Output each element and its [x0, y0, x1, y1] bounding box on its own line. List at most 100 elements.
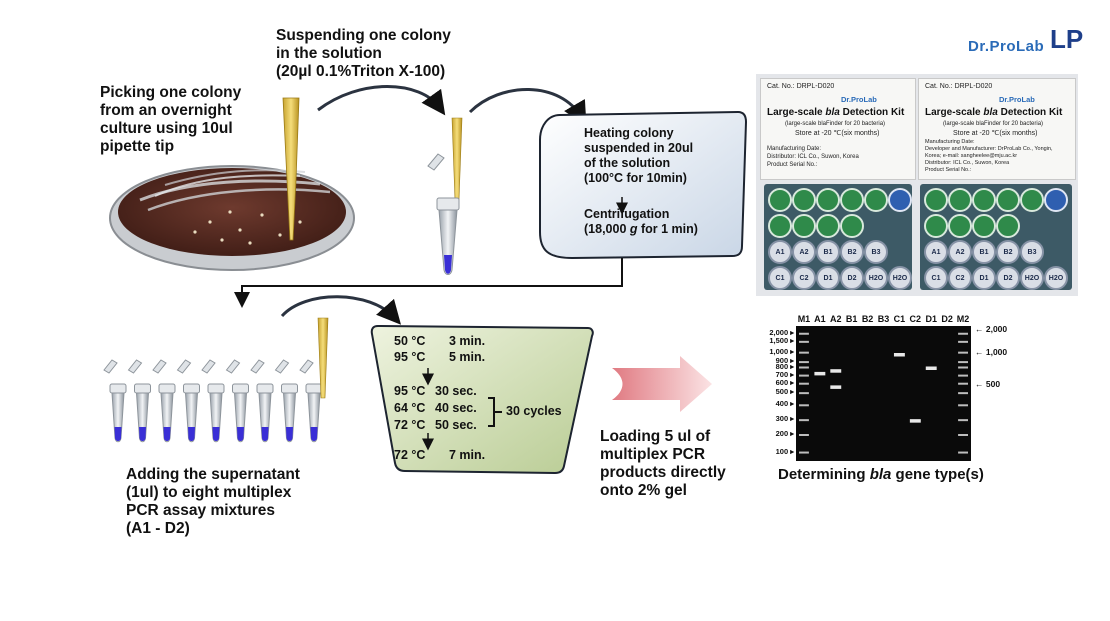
ladder-band [958, 340, 968, 343]
pcr-temp: 72 °C [394, 448, 426, 462]
pcr-tube-icon [250, 359, 274, 443]
label-loading: Loading 5 ul of multiplex PCR products d… [600, 428, 726, 499]
connector-arrow [234, 258, 623, 308]
tube-cap-label: D1 [972, 266, 996, 290]
tube-cap-icon [888, 188, 912, 212]
gel-lane-label: A2 [830, 314, 842, 324]
ladder-size-label: 600 ▸ [775, 377, 794, 387]
kit-subtitle: (large-scale blaFinder for 20 bacteria) [785, 121, 886, 127]
tube-cap-icon [768, 214, 792, 238]
tube-cap-label: A2 [792, 240, 816, 264]
kit-info-line: Product Serial No.: [925, 167, 972, 173]
tube-cap-icon [1020, 188, 1044, 212]
pcr-tube-icon [176, 359, 200, 443]
heating-line: Heating colony [584, 126, 674, 140]
ladder-band [958, 434, 968, 436]
logo-mark: LP [1050, 24, 1084, 54]
ladder-band [799, 382, 809, 385]
tube-cap-label: B3 [864, 240, 888, 264]
gel-lane-label: M1 [797, 314, 811, 324]
pcr-cycles: 30 cycles [506, 404, 562, 418]
tube-cap-label: H2O [1044, 266, 1068, 290]
pcr-step: 72 °C [394, 417, 425, 434]
sample-band [830, 369, 842, 373]
ladder-size-label: 2,000 ▸ [769, 327, 794, 337]
tube-cap-label: B2 [996, 240, 1020, 264]
pcr-tube-icon [201, 359, 225, 443]
tube-cap-label: C2 [948, 266, 972, 290]
ladder-band [799, 419, 809, 422]
pcr-step: 64 °C [394, 400, 425, 417]
ladder-size-label: 800 ▸ [775, 361, 794, 371]
ladder-size-label: 300 ▸ [775, 414, 794, 424]
gel-caption-pre: Determining [778, 466, 870, 483]
kit-title-post: Detection Kit [839, 107, 905, 118]
gel-left-ladder: 2,000 ▸1,500 ▸1,000 ▸900 ▸800 ▸700 ▸600 … [744, 326, 794, 461]
gel-lane-label: C2 [909, 314, 922, 324]
tube-cap-label: D2 [996, 266, 1020, 290]
sample-band [814, 371, 826, 376]
tube-cap-icon [840, 188, 864, 212]
tube-cap-label: H2O [1020, 266, 1044, 290]
ladder-band [799, 451, 809, 454]
tube-cap-icon [1044, 188, 1068, 212]
gel-image [796, 326, 971, 461]
gel-lane-label: B2 [861, 314, 874, 324]
pipette-tip-icon [282, 97, 300, 241]
pcr-time-value: 7 min. [449, 448, 486, 462]
pcr-temp: 95 °C [394, 384, 426, 398]
size-marker-label: ← 2,000 [975, 324, 1008, 334]
tube-cap-label: H2O [888, 266, 912, 290]
sample-band [830, 385, 842, 389]
kit-info-line: Developer and Manufacturer: DrProLab Co.… [925, 146, 1053, 152]
logo: Dr.ProLab LP [968, 24, 1083, 66]
kit-info-line: Distributor: ICL Co., Suwon, Korea [767, 154, 859, 160]
kit-title-pre: Large-scale [767, 107, 826, 118]
pcr-time: 5 min. [449, 349, 485, 366]
tube-cap-icon [996, 214, 1020, 238]
pcr-tube-icon [152, 359, 176, 443]
kit-cat-no: Cat. No.: DRPL-D020 [767, 83, 835, 90]
sample-band [893, 353, 905, 357]
gel-lane-label: B1 [845, 314, 858, 324]
heating-box [539, 110, 748, 260]
ladder-band [958, 419, 968, 422]
curved-arrow-3 [280, 295, 402, 325]
tube-cap-label: B3 [1020, 240, 1044, 264]
ladder-size-label: 400 ▸ [775, 399, 794, 409]
pcr-time: 7 min. [449, 447, 485, 464]
pcr-temp: 64 °C [394, 401, 426, 415]
tube-cap-icon [948, 188, 972, 212]
pcr-tube-icon [225, 359, 249, 443]
pcr-step: 95 °C [394, 383, 425, 400]
tube-cap-label: D1 [816, 266, 840, 290]
tube-cap-icon [864, 188, 888, 212]
ladder-band [799, 332, 809, 335]
heating-line: suspended in 20ul [584, 141, 694, 155]
ladder-band [958, 332, 968, 335]
heating-text: Heating colony suspended in 20ul of the … [584, 126, 734, 186]
tube-cap-icon [972, 188, 996, 212]
tube-cap-label: A1 [924, 240, 948, 264]
ladder-band [958, 374, 968, 377]
label-suspending: Suspending one colony in the solution (2… [276, 27, 451, 80]
gel-caption-italic: bla [869, 466, 892, 483]
size-marker-label: ← 1,000 [975, 346, 1008, 357]
tube-cap-label: A2 [948, 240, 972, 264]
kit-info-line: Product Serial No.: [767, 162, 818, 168]
gel-lane-label: B3 [877, 314, 890, 324]
kit-title-post: Detection Kit [997, 107, 1063, 118]
pcr-step: 95 °C [394, 349, 425, 366]
pcr-time-value: 5 min. [449, 350, 486, 364]
ladder-band [799, 374, 809, 377]
tube-cap-label: C2 [792, 266, 816, 290]
centri-suffix: for 1 min) [637, 222, 698, 236]
gel-lane-label: C1 [893, 314, 906, 324]
kit-storage: Store at -20 ℃(six months) [953, 130, 1038, 137]
gel-lane-label: D1 [925, 314, 937, 324]
ladder-size-label: 1,000 ▸ [769, 346, 794, 356]
pcr-tube-row-icon [103, 317, 329, 443]
tube-cap-icon [792, 214, 816, 238]
kit-info-line: Manufacturing Date: [925, 139, 975, 145]
